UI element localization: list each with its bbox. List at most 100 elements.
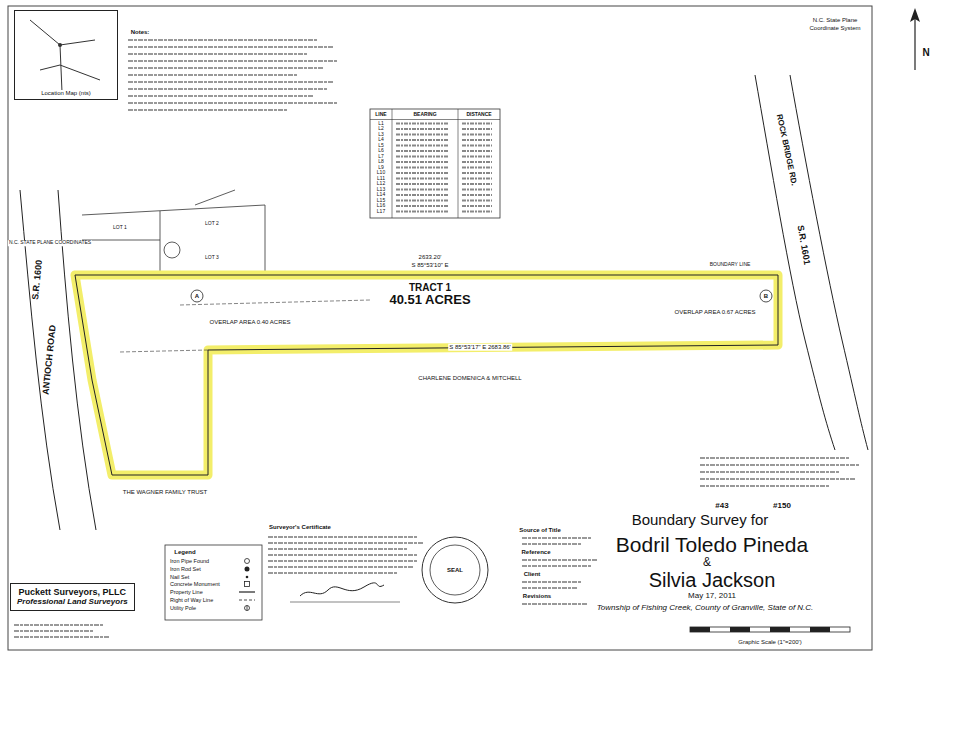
- legend-text: Right of Way Line: [169, 597, 214, 603]
- recording-text: [700, 458, 860, 486]
- coordinate-note: N.C. STATE PLANE COORDINATES: [8, 240, 92, 246]
- overlap-area: OVERLAP AREA 0.40 ACRES: [209, 319, 292, 326]
- lot-symbol: [164, 242, 180, 258]
- notes-heading: Notes:: [130, 29, 151, 36]
- scale-bar-fill: [690, 627, 830, 632]
- lot-label: LOT 1: [112, 225, 128, 231]
- legend-shape: [247, 605, 248, 610]
- sheet-frame: [8, 6, 872, 650]
- table-header: DISTANCE: [465, 112, 492, 118]
- legend-shape: [239, 592, 255, 593]
- legend-symbol: [238, 580, 256, 588]
- block-heading: Revisions: [522, 593, 552, 600]
- block-heading: Reference: [520, 549, 551, 556]
- bearing-label: S 85°53'10" E: [410, 262, 449, 269]
- signature: [300, 583, 384, 596]
- tract-highlight: [75, 275, 778, 475]
- table-values: [396, 124, 492, 212]
- legend-shape: [246, 575, 249, 578]
- bearing-label: S 85°53'17" E 2683.86': [448, 344, 512, 351]
- survey-title: Boundary Survey for: [631, 512, 770, 529]
- node-text: 40.51 ACRES: [389, 293, 470, 308]
- legend-shape: [245, 566, 250, 571]
- legend-heading: Legend: [173, 549, 196, 556]
- node-heading: TRACT 1: [409, 282, 451, 294]
- location-line: Township of Fishing Creek, County of Gra…: [596, 604, 815, 613]
- datum-note: N.C. State Plane: [812, 17, 859, 24]
- overlap-area: OVERLAP AREA 0.67 ACRES: [674, 309, 757, 316]
- client-name: Bodril Toledo Pineda: [615, 533, 809, 556]
- area-letter: B: [763, 293, 769, 300]
- distance-label: 2633.20': [418, 254, 443, 261]
- legend-symbol: [238, 573, 256, 581]
- node-heading: Location Map (nts): [41, 90, 91, 97]
- scale-label: Graphic Scale (1"=200'): [737, 639, 802, 646]
- tract-region: TRACT 140.51 ACRES: [383, 279, 476, 311]
- block-heading: Client: [523, 571, 542, 578]
- legend-text: Property Line: [169, 589, 204, 595]
- certificate-text: [268, 537, 423, 573]
- block-heading: Source of Title: [518, 527, 562, 534]
- notes-text: [128, 40, 338, 110]
- area-letter: A: [194, 293, 200, 300]
- table-header: BEARING: [412, 112, 437, 118]
- road-number: S.R. 1601: [794, 223, 811, 266]
- legend-symbol: [238, 557, 256, 565]
- seal: [430, 545, 480, 595]
- overlap-circle: [191, 290, 203, 302]
- road-edge: [755, 75, 835, 450]
- north-arrow-head: [910, 8, 920, 22]
- legend-shape: [245, 559, 250, 564]
- table-grid: [370, 109, 500, 218]
- company-address: [14, 625, 109, 637]
- legend-shape: [245, 582, 250, 587]
- legend-symbol: [238, 596, 256, 604]
- lot-label: LOT 2: [204, 221, 220, 227]
- north-letter: N: [921, 47, 930, 58]
- road-edge: [790, 75, 868, 450]
- line-number: L17: [376, 209, 386, 215]
- interior-line: [120, 300, 370, 352]
- block-heading: Surveyor's Certificate: [268, 524, 332, 531]
- road-name: ROCK BRIDGE RD.: [774, 112, 798, 187]
- seal-text: SEAL: [446, 567, 464, 574]
- line-table: [370, 109, 500, 218]
- map-inset: Location Map (nts): [14, 10, 118, 100]
- seal: [422, 537, 488, 603]
- scale-bar: [690, 627, 850, 632]
- road-name: ANTIOCH ROAD: [41, 324, 58, 397]
- tract-boundary: [75, 275, 778, 475]
- datum-note: Coordinate System: [808, 25, 861, 32]
- lot-lines: [82, 190, 265, 272]
- survey-date: May 17, 2011: [687, 592, 737, 601]
- legend-symbol: [238, 604, 256, 612]
- legend-box: [165, 545, 262, 620]
- legend-text: Iron Rod Set: [169, 566, 202, 572]
- legend-text: Concrete Monument: [169, 581, 221, 587]
- client-name: &: [702, 556, 712, 569]
- lot-label: LOT 3: [204, 255, 220, 261]
- node-text: Professional Land Surveyors: [17, 597, 128, 606]
- north-arrow: [914, 16, 915, 70]
- inset-roads: [30, 20, 100, 92]
- legend-text: Nail Set: [169, 574, 190, 580]
- page-number: #150: [772, 502, 792, 511]
- adjoiner-name: CHARLENE DOMENICA & MITCHELL: [417, 375, 522, 382]
- adjoiner-name: THE WAGNER FAMILY TRUST: [122, 489, 208, 496]
- signature-line: [290, 602, 400, 603]
- legend-symbol: [238, 588, 256, 596]
- company-box: Puckett Surveyors, PLLCProfessional Land…: [10, 583, 135, 611]
- legend-shape: [245, 605, 250, 610]
- legend-shape: [239, 600, 255, 601]
- legend-symbol: [238, 565, 256, 573]
- legend-text: Iron Pipe Found: [169, 558, 210, 564]
- client-name: Silvia Jackson: [648, 569, 777, 591]
- overlap-circle: [760, 290, 772, 302]
- node-heading: Puckett Surveyors, PLLC: [19, 587, 127, 597]
- legend-text: Utility Pole: [169, 605, 197, 611]
- road-number: S.R. 1600: [31, 259, 45, 302]
- book-number: #43: [714, 502, 729, 511]
- line-note: BOUNDARY LINE: [709, 262, 752, 268]
- inset-site: [58, 43, 62, 47]
